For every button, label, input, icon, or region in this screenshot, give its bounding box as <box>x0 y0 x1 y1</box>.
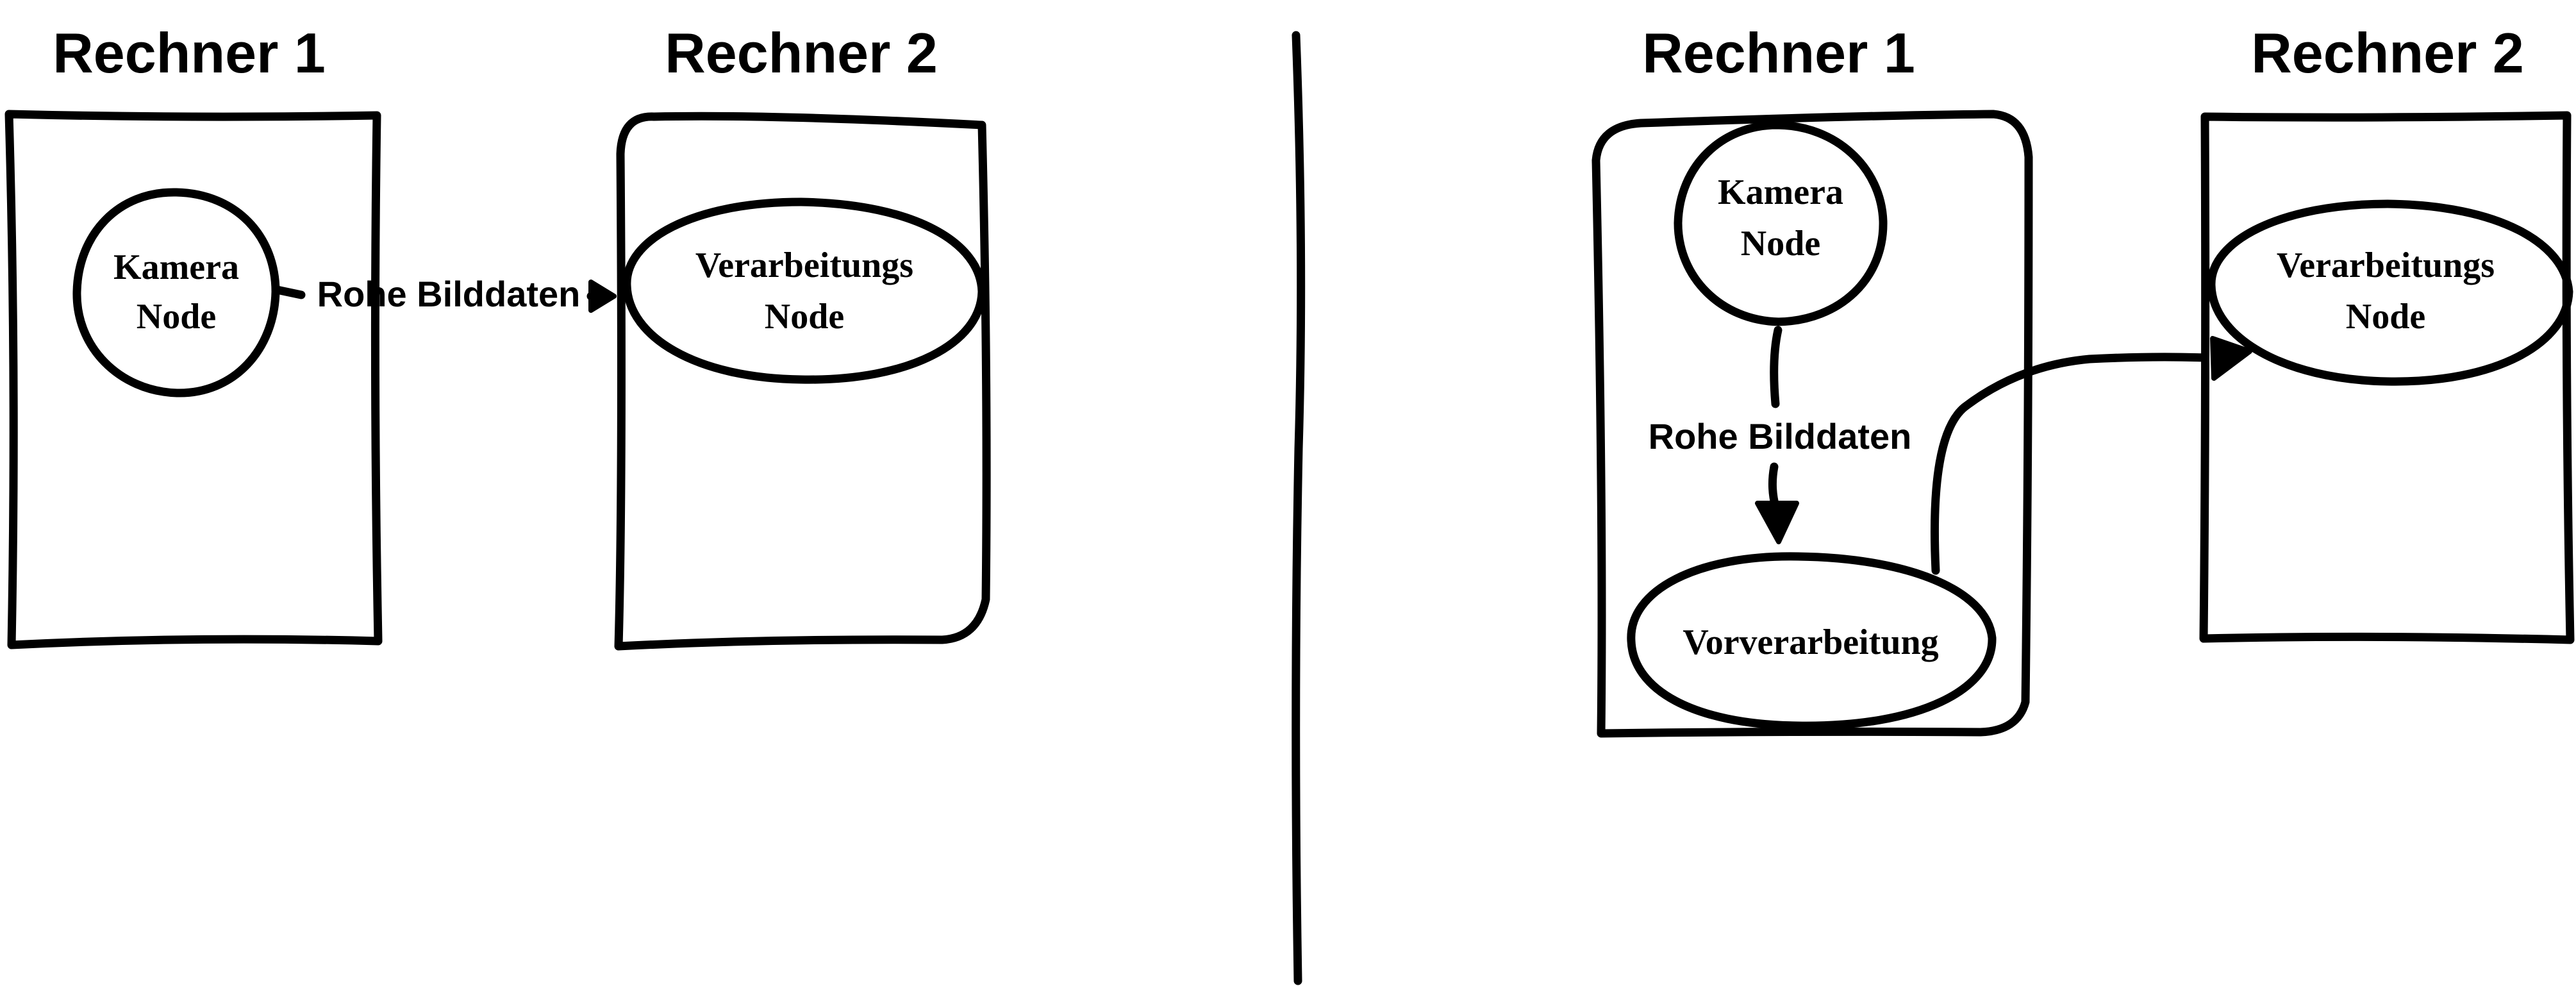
right-camera-node-label-line2: Node <box>1741 224 1820 263</box>
left-machine-1-title: Rechner 1 <box>53 21 326 85</box>
left-machine-2-box <box>614 112 991 651</box>
right-processing-node-label-line2: Node <box>2346 297 2425 337</box>
left-machine-1-box <box>4 110 383 649</box>
left-machine-2-title: Rechner 2 <box>665 21 938 85</box>
left-edge-label: Rohe Bilddaten <box>317 274 581 314</box>
right-preprocessing-node-label: Vorverarbeitung <box>1683 623 1938 662</box>
right-camera-node-circle <box>1674 121 1888 326</box>
left-processing-node-label-line1: Verarbeitungs <box>695 246 913 285</box>
left-edge-line-start <box>272 285 306 299</box>
right-camera-node-label-line1: Kamera <box>1718 172 1843 212</box>
right-internal-edge-arrowhead <box>1755 501 1799 544</box>
right-machine-2: Rechner 2 Verarbeitungs Node <box>2199 21 2575 644</box>
right-internal-edge-label: Rohe Bilddaten <box>1649 416 1912 456</box>
left-scenario: Rechner 1 Kamera Node Rohe Bilddaten Rec… <box>4 21 991 651</box>
right-processing-node-ellipse <box>2207 199 2573 386</box>
right-machine-2-title: Rechner 2 <box>2251 21 2524 85</box>
left-machine-1: Rechner 1 Kamera Node <box>4 21 383 649</box>
right-machine-1-box <box>1591 110 2033 738</box>
right-processing-node-label-line1: Verarbeitungs <box>2277 246 2495 285</box>
left-processing-node-label-line2: Node <box>765 297 844 337</box>
left-camera-node-label-line2: Node <box>137 297 216 337</box>
left-edge-arrowhead <box>588 280 617 313</box>
right-cross-machine-edge <box>1930 336 2252 575</box>
right-cross-machine-edge-line <box>1930 353 2209 575</box>
right-scenario: Rechner 1 Kamera Node Rohe Bilddaten Vor… <box>1591 21 2575 738</box>
left-edge-raw-image-data: Rohe Bilddaten <box>272 274 617 314</box>
right-machine-1: Rechner 1 Kamera Node Rohe Bilddaten Vor… <box>1591 21 2033 738</box>
scenario-divider <box>1292 31 1306 985</box>
right-machine-2-box <box>2199 111 2575 644</box>
left-camera-node-circle <box>72 188 280 397</box>
right-cross-machine-edge-arrowhead <box>2210 336 2252 381</box>
left-camera-node-label-line1: Kamera <box>113 247 239 287</box>
right-machine-1-title: Rechner 1 <box>1642 21 1915 85</box>
left-processing-node-ellipse <box>622 197 986 384</box>
right-preprocessing-node-ellipse <box>1627 552 1997 730</box>
left-machine-2: Rechner 2 Verarbeitungs Node <box>614 21 991 651</box>
